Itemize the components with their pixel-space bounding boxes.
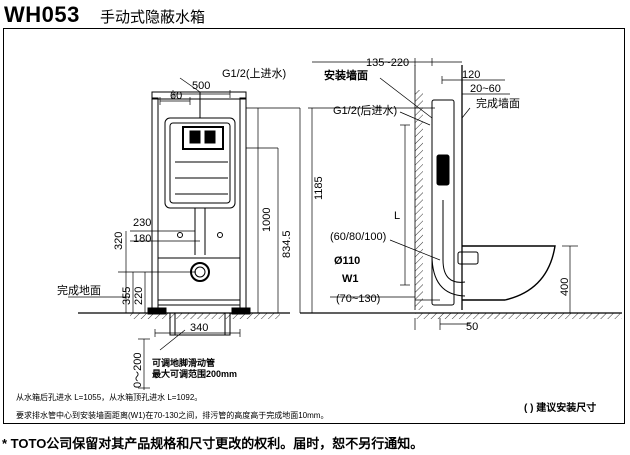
frame-left-foot <box>147 307 167 315</box>
dim-60-80-100: (60/80/100) <box>330 231 386 243</box>
dim-220: 220 <box>133 287 145 305</box>
product-name: 手动式隐蔽水箱 <box>100 9 206 26</box>
dim-60: 60 <box>170 90 182 102</box>
drawing-frame <box>3 28 625 424</box>
label-finished-wall: 完成墙面 <box>476 96 520 110</box>
model-number: WH053 <box>4 2 80 27</box>
dim-110: Ø110 <box>334 255 360 267</box>
frame-right-upright <box>239 97 247 314</box>
dim-1185: 1185 <box>313 176 325 200</box>
cistern-side <box>431 99 455 306</box>
dim-180: 180 <box>133 233 151 245</box>
note-inlet-length: 从水箱后孔进水 L=1055，从水箱顶孔进水 L=1092。 <box>16 393 203 402</box>
dim-340: 340 <box>190 322 208 334</box>
dim-400: 400 <box>559 278 571 296</box>
label-install-wall: 安装墙面 <box>324 68 368 82</box>
dim-1000: 1000 <box>261 208 273 232</box>
dim-834: 834.5 <box>281 230 293 258</box>
dim-0-200: 0～200 <box>132 353 144 388</box>
label-finished-floor: 完成地面 <box>57 283 101 297</box>
frame-top-bar <box>151 91 247 100</box>
dim-20-60: 20~60 <box>470 83 501 95</box>
floor-hatch <box>130 313 280 319</box>
flush-plate <box>182 126 224 150</box>
dim-L: L <box>394 210 400 222</box>
footer-disclaimer: * TOTO公司保留对其产品规格和尺寸更改的权利。届时，恕不另行通知。 <box>2 436 424 451</box>
frame-left-upright <box>151 97 159 314</box>
legend-recommended: ( ) 建议安装尺寸 <box>524 403 597 414</box>
dim-230: 230 <box>133 217 151 229</box>
label-adjustable-pipe: 可调地脚滑动管 <box>152 357 215 368</box>
label-inlet-back: G1/2(后进水) <box>333 104 397 117</box>
dim-70-130: (70~130) <box>336 293 380 305</box>
dim-W1: W1 <box>342 273 359 285</box>
dim-355: 355 <box>121 287 133 305</box>
dim-135-220: 135~220 <box>366 57 409 69</box>
label-inlet-top: G1/2(上进水) <box>222 67 286 80</box>
note-drain-requirement: 要求排水管中心到安装墙面距离(W1)在70-130之间，排污管的高度高于完成地面… <box>16 411 329 420</box>
toilet-bowl <box>462 245 556 301</box>
dim-500: 500 <box>192 80 210 92</box>
label-adjust-range: 最大可调范围200mm <box>152 368 237 379</box>
dim-120: 120 <box>462 69 480 81</box>
dim-50: 50 <box>466 321 478 333</box>
frame-right-foot <box>231 307 251 315</box>
dim-320: 320 <box>113 232 125 250</box>
